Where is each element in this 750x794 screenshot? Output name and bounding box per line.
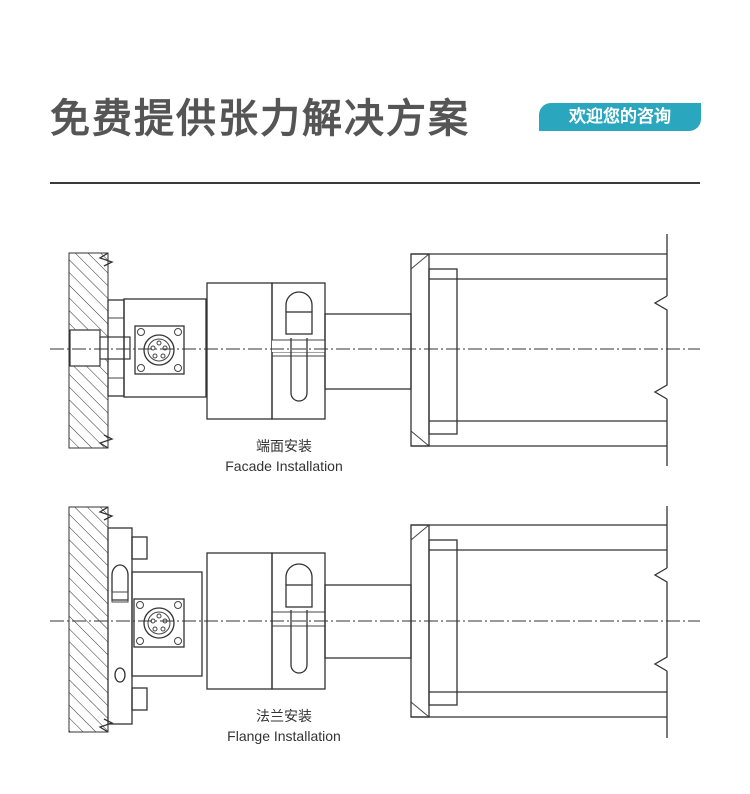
wall-hatched — [68, 506, 109, 733]
roller-flange — [410, 253, 430, 447]
connector-icon — [133, 598, 185, 648]
flange-plate — [107, 527, 133, 725]
caption-en: Flange Installation — [227, 728, 341, 744]
roller-tube — [411, 506, 668, 738]
shaft — [324, 313, 412, 390]
header-divider — [50, 182, 700, 184]
sensor-body — [131, 571, 203, 677]
flange-installation-diagram: 法兰安装 Flange Installation — [50, 506, 700, 744]
page-title: 免费提供张力解决方案 — [50, 96, 470, 142]
facade-installation-diagram: 端面安装 Facade Installation — [50, 234, 700, 474]
roller-tube — [411, 234, 668, 466]
caption-cn: 法兰安装 — [256, 708, 312, 724]
caption-en: Facade Installation — [225, 458, 343, 474]
consult-button[interactable]: 欢迎您的咨询 — [539, 103, 701, 131]
pillow-block — [206, 282, 273, 420]
sensor-body — [123, 298, 207, 398]
mounting-bolt — [69, 329, 101, 367]
connector-icon — [134, 325, 185, 375]
caption-cn: 端面安装 — [256, 438, 312, 454]
